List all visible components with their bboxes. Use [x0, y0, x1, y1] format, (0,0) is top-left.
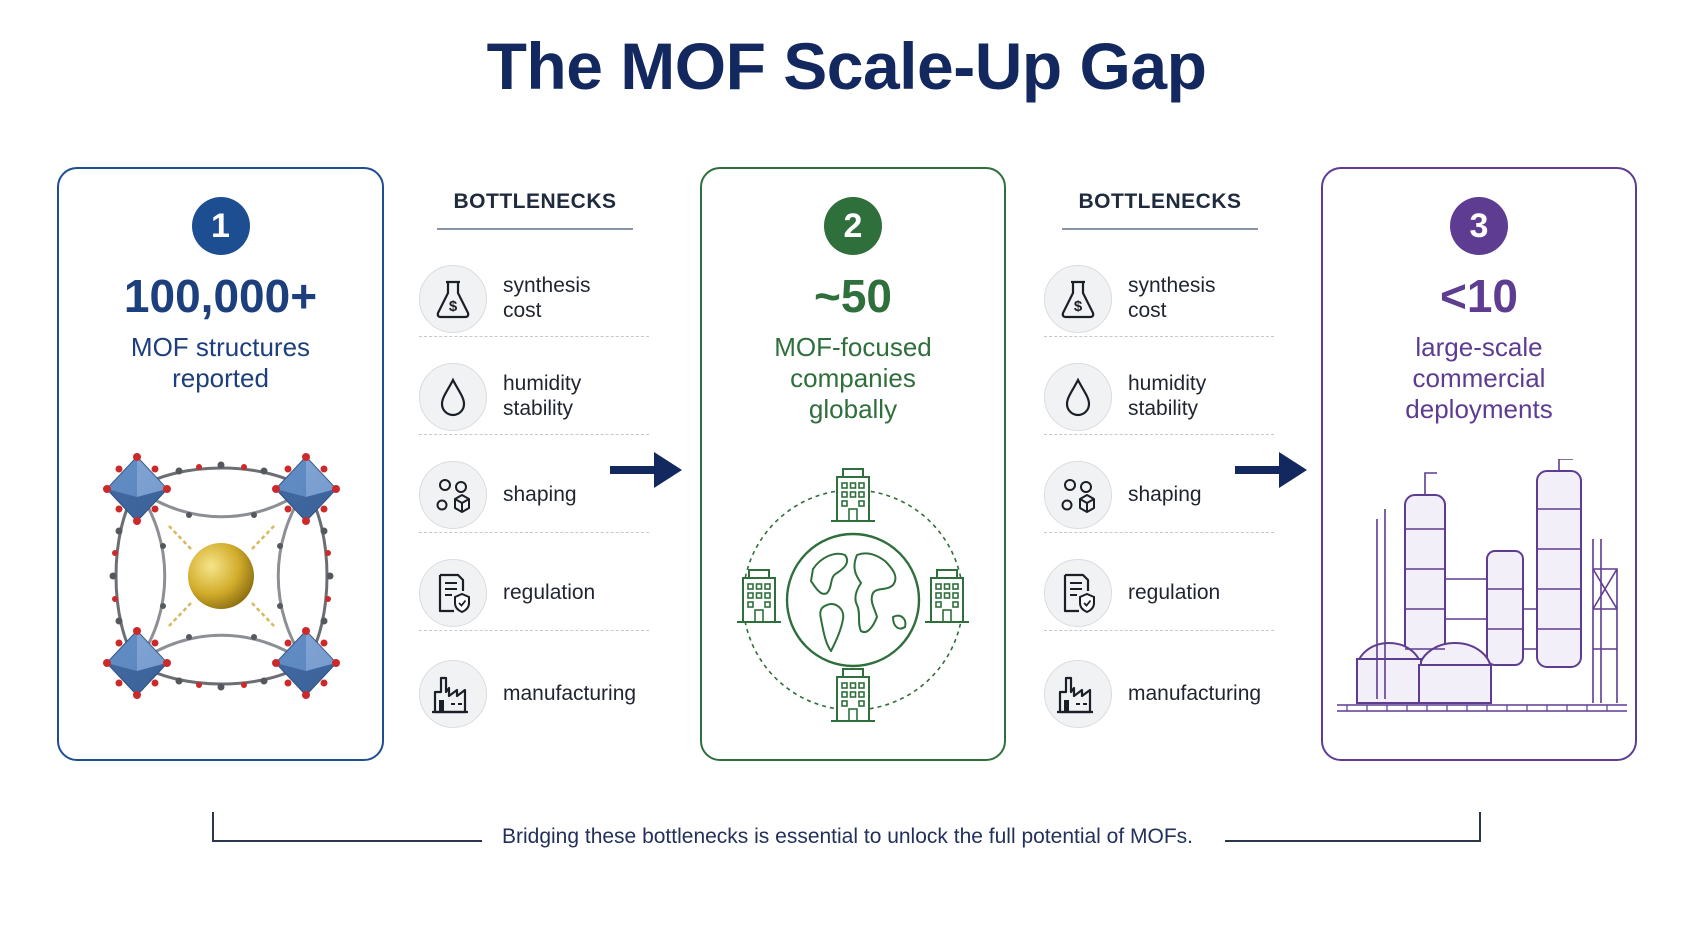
bottleneck-item-regulation: regulation — [419, 537, 649, 633]
shapes-icon — [419, 461, 487, 529]
footer-bracket-right — [1479, 812, 1481, 842]
bottlenecks-header: BOTTLENECKS — [1062, 190, 1258, 230]
arrow-right-icon — [1235, 452, 1307, 488]
footer-line-right — [1225, 840, 1481, 842]
stage-number-badge: 1 — [191, 197, 250, 255]
stage-value: <10 — [1439, 270, 1519, 322]
globe-with-buildings-illustration — [736, 468, 970, 722]
arrow-right-icon — [610, 452, 682, 488]
stage-value: 100,000+ — [123, 270, 318, 322]
factory-icon — [1044, 660, 1112, 728]
shapes-icon — [1044, 461, 1112, 529]
page-title: The MOF Scale-Up Gap — [486, 29, 1207, 103]
stage-number-badge: 3 — [1450, 197, 1508, 255]
stage-card-3: 3 <10 large-scale commercial deployments — [1321, 167, 1637, 761]
stage-card-2: 2 ~50 MOF-focused companies globally — [700, 167, 1006, 761]
footer-message: Bridging these bottlenecks is essential … — [501, 825, 1194, 848]
bottlenecks-header: BOTTLENECKS — [437, 190, 633, 230]
stage-value: ~50 — [813, 270, 893, 322]
document-shield-icon — [1044, 559, 1112, 627]
factory-icon — [419, 660, 487, 728]
flask-dollar-icon — [419, 265, 487, 333]
mof-crystal-structure-illustration — [102, 452, 341, 700]
bottleneck-item-shaping: shaping — [419, 439, 649, 535]
droplet-icon — [1044, 363, 1112, 431]
industrial-plant-illustration — [1337, 459, 1627, 712]
footer-bracket-left — [212, 812, 214, 842]
droplet-icon — [419, 363, 487, 431]
stage-description: large-scale commercial deployments — [1405, 332, 1553, 424]
stage-description: MOF structures reported — [130, 332, 311, 393]
bottleneck-item-manufacturing: manufacturing — [1044, 638, 1274, 734]
footer-line-left — [212, 840, 482, 842]
bottleneck-item-regulation: regulation — [1044, 537, 1274, 633]
document-shield-icon — [419, 559, 487, 627]
stage-card-1: 1 100,000+ MOF structures reported — [57, 167, 384, 761]
stage-number-badge: 2 — [824, 197, 882, 255]
stage-description: MOF-focused companies globally — [774, 332, 932, 424]
bottleneck-item-manufacturing: manufacturing — [419, 638, 649, 734]
flask-dollar-icon — [1044, 265, 1112, 333]
bottleneck-item-shaping: shaping — [1044, 439, 1274, 535]
